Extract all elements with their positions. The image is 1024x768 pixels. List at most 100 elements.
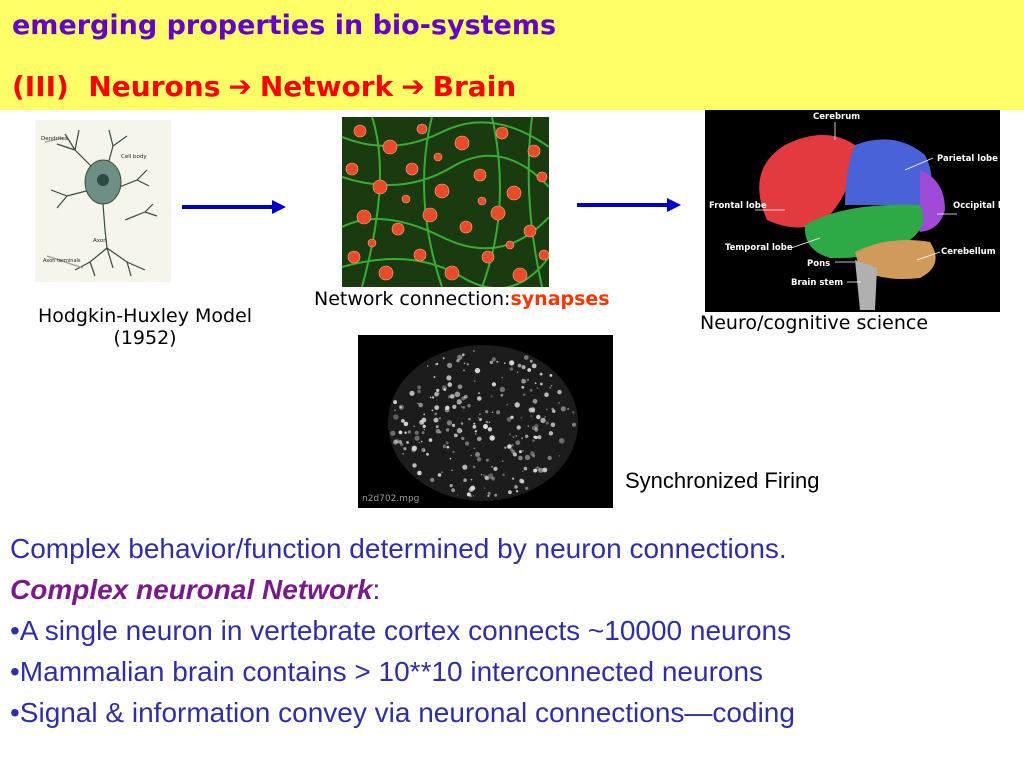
- firing-spot: [473, 422, 476, 425]
- firing-spot: [407, 430, 411, 434]
- firing-spot: [483, 487, 486, 489]
- firing-spot: [536, 414, 541, 420]
- neuron-diagram-image: Dendrites Cell body Axon Axon terminals: [35, 120, 171, 282]
- firing-spot: [525, 434, 529, 438]
- firing-spot: [456, 427, 463, 434]
- firing-spot: [572, 422, 576, 427]
- firing-spot: [502, 473, 505, 477]
- label-axon: Axon: [93, 238, 107, 244]
- firing-spot: [522, 450, 524, 452]
- firing-spot: [485, 420, 489, 424]
- firing-spot: [473, 447, 476, 450]
- label-pons: Pons: [807, 259, 830, 269]
- firing-spot: [467, 404, 471, 408]
- firing-spot: [487, 491, 491, 495]
- firing-spot: [429, 396, 432, 399]
- firing-spot: [487, 494, 490, 497]
- firing-spot: [544, 416, 546, 418]
- firing-spot: [434, 392, 439, 397]
- firing-spot: [527, 368, 532, 372]
- firing-spot: [491, 476, 495, 481]
- firing-spot: [451, 469, 453, 472]
- firing-spot: [476, 457, 482, 462]
- title-banner: emerging properties in bio-systems (III)…: [0, 0, 1024, 110]
- firing-spot: [474, 430, 477, 433]
- firing-spot: [519, 478, 524, 484]
- firing-spot: [521, 365, 526, 370]
- firing-spot: [480, 473, 483, 476]
- firing-spot: [500, 393, 504, 397]
- firing-spot: [445, 441, 449, 445]
- firing-spot: [442, 444, 447, 449]
- firing-spot: [558, 438, 565, 444]
- firing-spot: [514, 485, 518, 489]
- firing-spot: [509, 367, 514, 371]
- firing-spot: [567, 407, 570, 410]
- slide-title: emerging properties in bio-systems: [12, 10, 557, 41]
- firing-spot: [509, 433, 511, 436]
- firing-spot: [499, 386, 506, 393]
- firing-spot: [496, 360, 499, 363]
- firing-spot: [434, 363, 437, 366]
- firing-spot: [452, 404, 457, 409]
- firing-spot: [402, 452, 405, 455]
- firing-spot: [526, 378, 530, 382]
- firing-spot: [433, 417, 439, 423]
- firing-spot: [406, 441, 409, 444]
- firing-spot: [469, 494, 473, 498]
- firing-spot: [539, 382, 543, 386]
- firing-spot: [413, 425, 416, 428]
- firing-spot: [418, 441, 420, 444]
- firing-spot: [426, 365, 429, 367]
- bullet-3: •Signal & information convey via neurona…: [10, 697, 795, 728]
- firing-spot: [454, 391, 461, 398]
- firing-spot: [544, 392, 549, 397]
- firing-spot: [549, 374, 553, 377]
- firing-spot: [507, 444, 512, 449]
- firing-spot: [494, 493, 498, 497]
- firing-spot: [435, 425, 439, 429]
- firing-spot: [464, 394, 468, 399]
- firing-spot: [457, 494, 459, 496]
- firing-spot: [393, 414, 399, 420]
- firing-spot: [531, 363, 537, 369]
- firing-spot: [472, 425, 477, 429]
- neuron-caption: Hodgkin-Huxley Model (1952): [15, 305, 275, 349]
- firing-spot: [473, 350, 475, 352]
- firing-spot: [446, 375, 452, 381]
- firing-spot: [491, 465, 494, 468]
- firing-spot: [438, 392, 440, 395]
- firing-spot: [426, 452, 429, 456]
- arrow-right-icon: [577, 198, 681, 212]
- firing-spot: [456, 399, 462, 405]
- firing-spot: [523, 466, 528, 471]
- firing-spot: [423, 429, 425, 431]
- firing-spot: [537, 435, 542, 440]
- firing-spot: [414, 435, 420, 441]
- firing-spot: [411, 445, 417, 451]
- firing-spot: [530, 415, 533, 417]
- firing-spot: [398, 430, 403, 435]
- firing-spot: [501, 376, 503, 379]
- firing-spot: [452, 450, 455, 453]
- firing-spot: [460, 430, 463, 433]
- firing-spot: [436, 388, 440, 392]
- firing-spot: [437, 473, 442, 477]
- firing-spot: [527, 425, 530, 427]
- firing-spot: [524, 454, 531, 461]
- firing-spot: [447, 362, 453, 368]
- firing-spot: [489, 435, 495, 441]
- firing-spot: [446, 420, 452, 426]
- firing-spot: [545, 421, 549, 425]
- firing-spot: [447, 382, 453, 387]
- firing-spot: [439, 417, 441, 419]
- firing-spot: [443, 388, 447, 391]
- firing-spot: [393, 439, 399, 445]
- firing-spot: [542, 467, 548, 473]
- firing-spot: [403, 447, 407, 451]
- bullet-2: •Mammalian brain contains > 10**10 inter…: [10, 656, 764, 687]
- firing-spot: [409, 390, 415, 396]
- firing-video-image: n2d702.mpg: [358, 335, 613, 508]
- firing-spot: [460, 422, 464, 425]
- firing-spot: [510, 415, 514, 419]
